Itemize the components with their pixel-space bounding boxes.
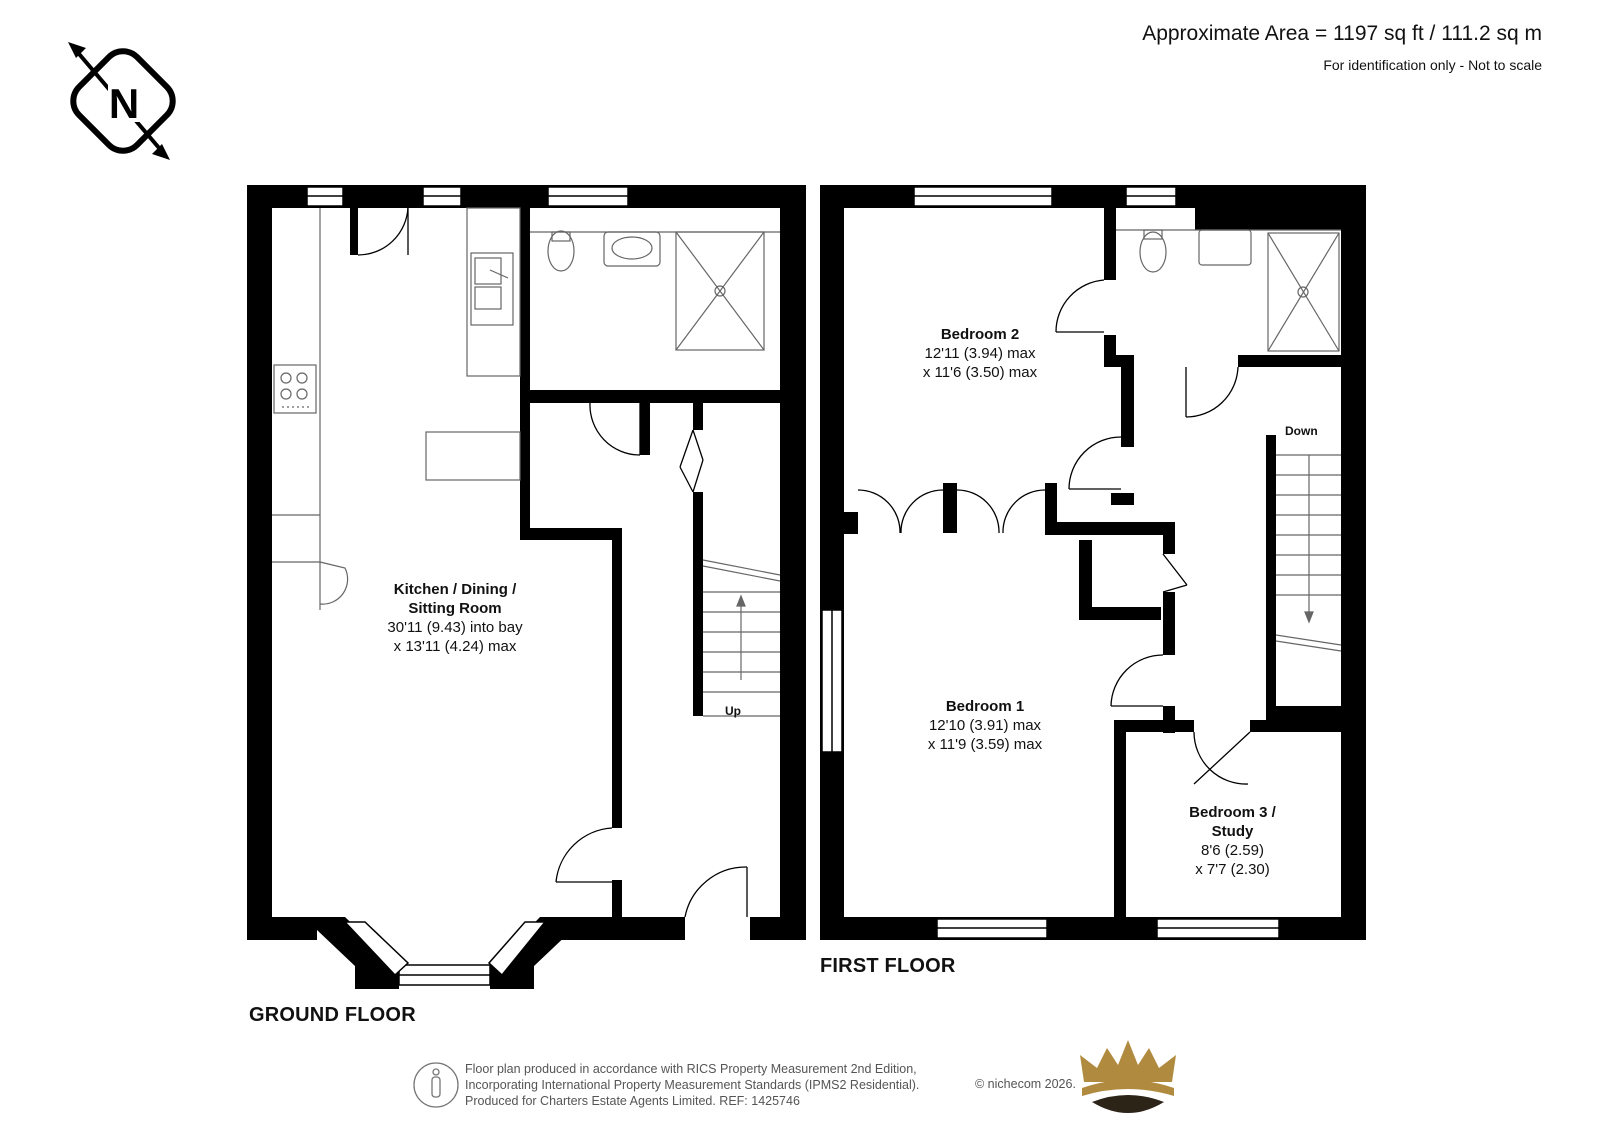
ground-stairs: [702, 559, 781, 717]
room-dimension: 12'10 (3.91) max: [928, 717, 1042, 734]
ground-windows: [306, 186, 629, 986]
first-stairs: [1275, 454, 1342, 652]
footer-notes: Floor plan produced in accordance with R…: [465, 1061, 919, 1109]
footer-line: Floor plan produced in accordance with R…: [465, 1062, 917, 1076]
stairs-up-label: Up: [725, 704, 741, 718]
room-dimension: x 11'9 (3.59) max: [927, 736, 1043, 753]
room-dimension: x 11'6 (3.50) max: [922, 364, 1038, 381]
crown-logo-icon: [1080, 1040, 1176, 1113]
first-floor-label: FIRST FLOOR: [820, 955, 956, 977]
ground-doors: [357, 206, 748, 918]
room-name: Study: [1211, 823, 1254, 840]
ground-floor-label: GROUND FLOOR: [249, 1004, 416, 1026]
room-name: Bedroom 3 /: [1189, 804, 1276, 821]
room-dimension: x 13'11 (4.24) max: [393, 638, 517, 655]
stairs-down-label: Down: [1285, 424, 1318, 438]
person-icon: [413, 1062, 459, 1108]
ground-floor: [247, 185, 806, 989]
room-dimension: x 7'7 (2.30): [1195, 861, 1270, 878]
svg-text:N: N: [109, 80, 139, 127]
first-doors: [857, 279, 1251, 785]
footer-line: Incorporating International Property Mea…: [465, 1078, 920, 1092]
ground-walls: [247, 185, 806, 989]
approximate-area: Approximate Area = 1197 sq ft / 111.2 sq…: [1142, 22, 1542, 45]
scale-note: For identification only - Not to scale: [1323, 57, 1542, 73]
room-bedroom-2: Bedroom 2 12'11 (3.94) max x 11'6 (3.50)…: [880, 325, 1080, 382]
room-bedroom-3: Bedroom 3 / Study 8'6 (2.59) x 7'7 (2.30…: [1140, 803, 1325, 879]
room-bedroom-1: Bedroom 1 12'10 (3.91) max x 11'9 (3.59)…: [885, 697, 1085, 754]
room-name: Bedroom 1: [945, 698, 1025, 715]
room-kitchen: Kitchen / Dining / Sitting Room 30'11 (9…: [350, 580, 560, 656]
footer-line: Produced for Charters Estate Agents Limi…: [465, 1094, 800, 1108]
room-name: Sitting Room: [408, 600, 502, 617]
north-arrow-icon: N: [68, 42, 176, 160]
first-floor: [820, 185, 1366, 940]
room-dimension: 12'11 (3.94) max: [924, 345, 1036, 362]
first-windows: [821, 186, 1280, 939]
room-name: Bedroom 2: [940, 326, 1020, 343]
kitchen-fixtures: [272, 207, 521, 610]
room-name: Kitchen / Dining /: [393, 581, 517, 598]
first-bathroom-fixtures: [1116, 229, 1341, 352]
ground-bathroom-fixtures: [530, 230, 780, 351]
first-walls: [820, 185, 1366, 940]
room-dimension: 8'6 (2.59): [1201, 842, 1264, 859]
copyright: © nichecom 2026.: [975, 1077, 1076, 1091]
room-dimension: 30'11 (9.43) into bay: [387, 619, 523, 636]
